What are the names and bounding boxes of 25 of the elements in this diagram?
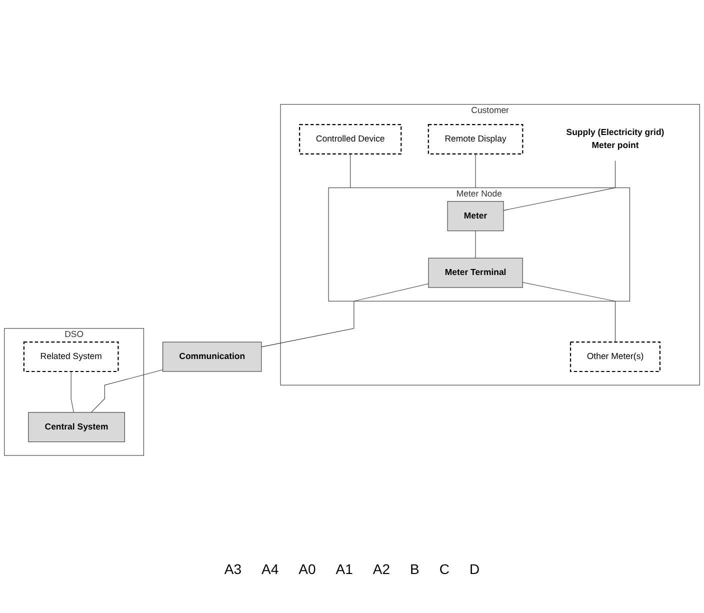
node-box: Meter Terminal xyxy=(428,258,523,288)
interface-label: D xyxy=(468,560,481,578)
connector xyxy=(350,154,351,188)
connector xyxy=(522,282,616,342)
interface-label: A3 xyxy=(223,560,243,578)
node-box: Remote Display xyxy=(428,124,524,155)
node-box: Central System xyxy=(28,412,125,442)
connector xyxy=(90,370,164,413)
connector xyxy=(475,154,476,188)
connector xyxy=(261,284,429,348)
interface-label: C xyxy=(438,560,450,578)
node-text: Supply (Electricity grid) Meter point xyxy=(566,128,664,150)
interface-label: A1 xyxy=(334,560,354,578)
interface-label: A2 xyxy=(372,560,392,578)
node-box: Meter xyxy=(447,201,504,232)
connector xyxy=(475,230,476,258)
interface-label: B xyxy=(409,560,420,578)
connector xyxy=(70,371,74,413)
node-box: Other Meter(s) xyxy=(570,342,660,372)
node-box: Related System xyxy=(23,342,119,372)
interface-label: A0 xyxy=(298,560,317,578)
interface-label: A4 xyxy=(260,560,280,578)
node-box: Controlled Device xyxy=(299,124,402,155)
connector xyxy=(503,160,616,211)
node-box: Communication xyxy=(162,342,262,372)
